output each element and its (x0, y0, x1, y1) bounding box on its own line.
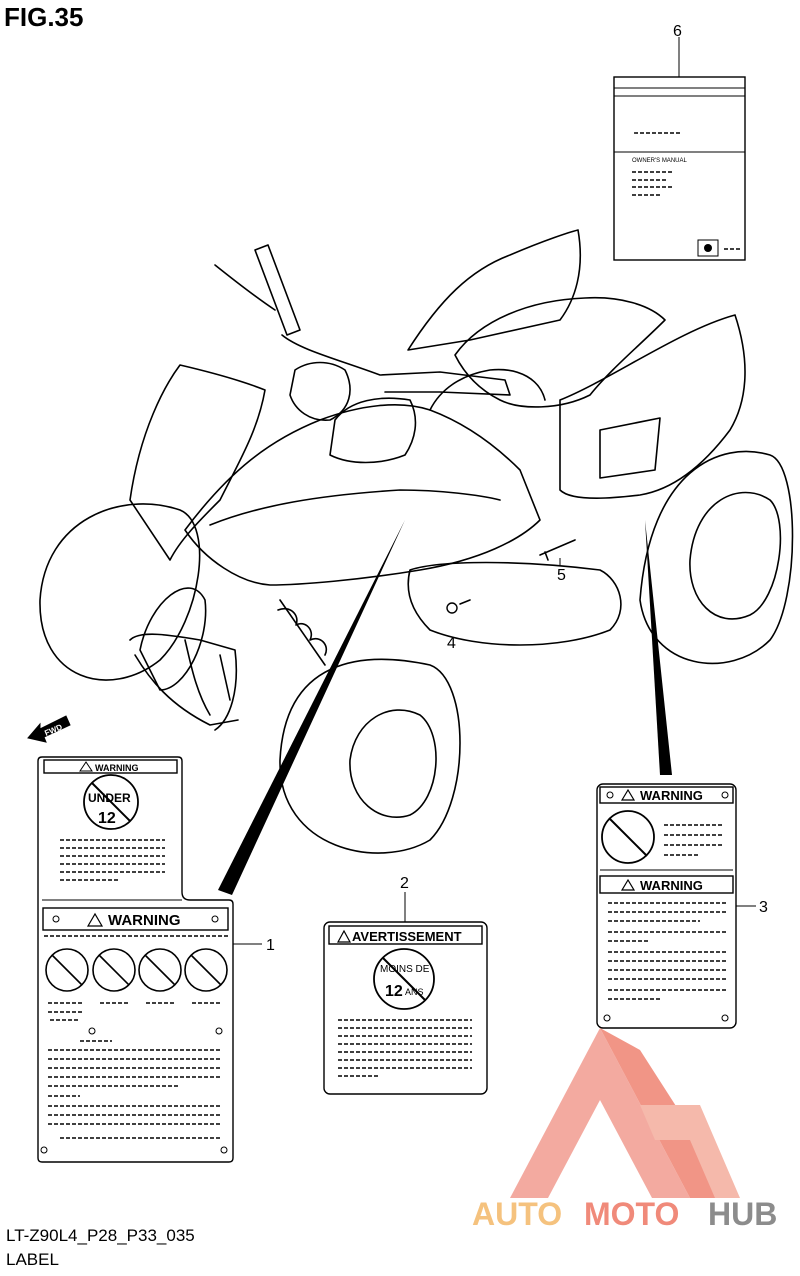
label-1: WARNING UNDER 12 WARNING (37, 756, 234, 1163)
diagram-caption: LABEL (6, 1250, 59, 1269)
fwd-text: FWD (43, 722, 63, 737)
label-2: AVERTISSEMENT MOINS DE 12 ANS (323, 921, 488, 1095)
label2-badge-num: 12 (385, 983, 403, 1000)
watermark-text-moto: MOTO (584, 1196, 679, 1232)
callout-4: 4 (447, 635, 456, 652)
atv-drawing (39, 229, 794, 895)
manual-title-text: OWNER'S MANUAL (632, 158, 687, 164)
callout-2: 2 (400, 875, 409, 892)
watermark-text-hub: HUB (708, 1196, 777, 1232)
callout-6: 6 (673, 23, 682, 40)
fwd-arrow-icon: FWD (27, 715, 71, 743)
callout-3: 3 (759, 899, 768, 916)
label-3: WARNING WARNING (596, 783, 737, 1029)
watermark-logo (510, 1028, 740, 1198)
owners-manual-drawing: OWNER'S MANUAL (613, 37, 746, 261)
diagram-code: LT-Z90L4_P28_P33_035 (6, 1226, 195, 1245)
label1-heading: WARNING (108, 912, 181, 929)
label1-badge-line2: 12 (98, 810, 116, 827)
label3-heading-top: WARNING (640, 788, 703, 803)
label1-top-heading: WARNING (95, 763, 139, 773)
label3-heading-bottom: WARNING (640, 878, 703, 893)
watermark-text-auto: AUTO (472, 1196, 562, 1232)
callout-1: 1 (266, 937, 275, 954)
label2-heading: AVERTISSEMENT (352, 929, 462, 944)
label2-badge-unit: ANS (405, 987, 424, 997)
figure-title: FIG.35 (4, 2, 84, 32)
label1-badge-line1: UNDER (88, 791, 131, 805)
label2-badge-line1: MOINS DE (380, 964, 430, 975)
callout-5: 5 (557, 567, 566, 584)
